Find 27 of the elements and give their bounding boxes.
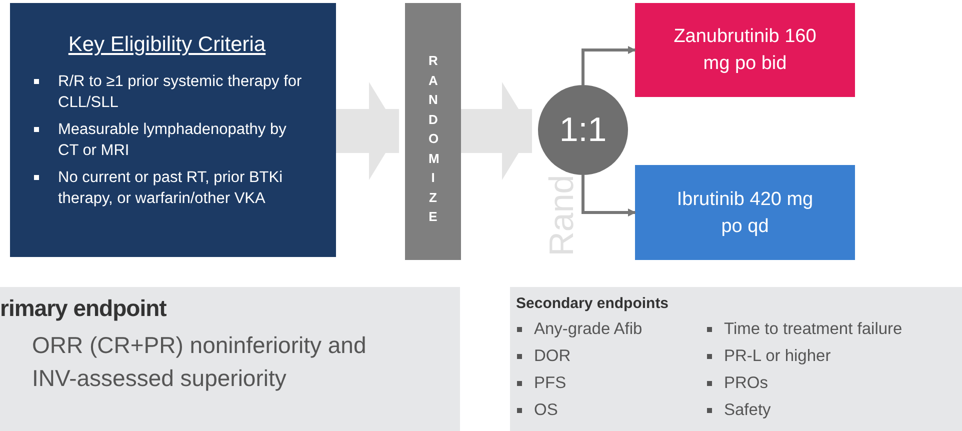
bullet-item: DOR: [516, 345, 571, 372]
block-arrow: [461, 82, 532, 180]
block-arrow: [336, 82, 399, 180]
endpoint-panel: [510, 287, 962, 431]
bullet-item: No current or past RT, prior BTKi therapy, or warfarin/other VKA: [32, 167, 302, 209]
treatment-box: Zanubrutinib 160 mg po bid: [635, 3, 855, 97]
treatment-box: Ibrutinib 420 mg po qd: [635, 165, 855, 260]
panel-heading: Secondary endpoints: [516, 295, 670, 312]
bullet-item: Time to treatment failure: [706, 318, 902, 345]
bullet-item: OS: [516, 399, 558, 426]
criteria-panel: [10, 3, 336, 257]
randomize-bar: [405, 3, 461, 260]
ratio-circle: 1:1: [538, 85, 628, 175]
connector-arrow: [582, 46, 636, 85]
bullet-item: R/R to ≥1 prior systemic therapy for CLL/SLL: [32, 71, 302, 113]
panel-heading: Key Eligibility Criteria: [67, 33, 267, 57]
panel-heading: rimary endpoint: [0, 295, 166, 322]
vertical-label: RANDOMIZE: [428, 52, 438, 226]
bullet-item: PFS: [516, 372, 566, 399]
bullet-item: PROs: [706, 372, 768, 399]
endpoint-text: ORR (CR+PR) noninferiority and INV-assessed superiority: [32, 331, 368, 393]
bullet-item: PR-L or higher: [706, 345, 831, 372]
endpoint-panel: [0, 287, 460, 431]
connector-arrow: [582, 175, 636, 216]
bullet-item: Measurable lymphadenopathy by CT or MRI: [32, 119, 302, 161]
bullet-item: Any-grade Afib: [516, 318, 642, 345]
bullet-item: Safety: [706, 399, 771, 426]
